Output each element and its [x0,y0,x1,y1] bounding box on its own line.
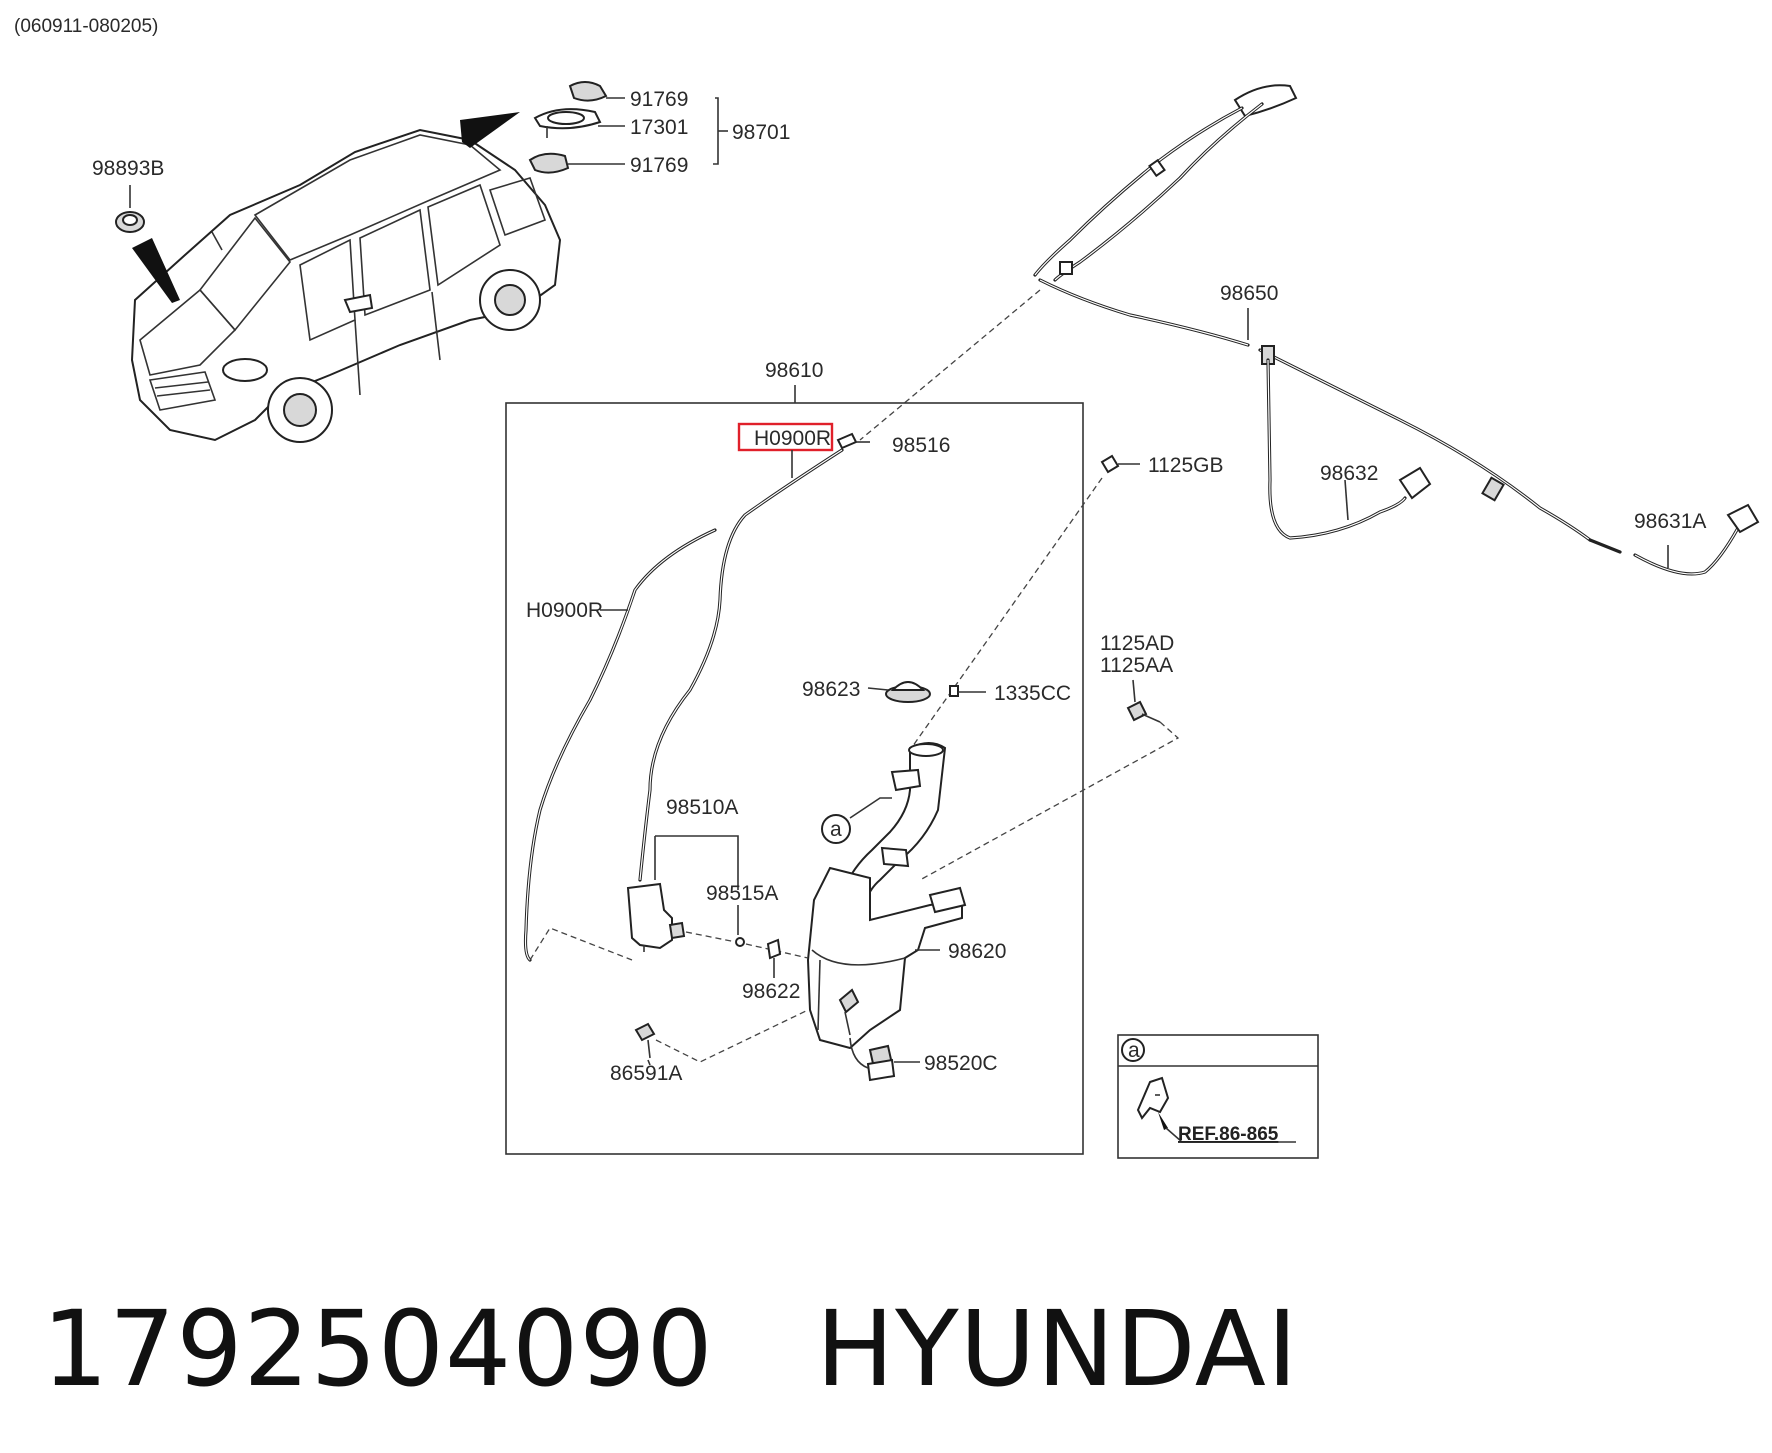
grommet-98893b [115,185,145,233]
cap-98623 [867,681,931,703]
label-98632: 98632 [1320,462,1378,485]
clip-1125gb [1100,454,1140,474]
inset-marker: a [1128,1039,1140,1062]
label-98650: 98650 [1220,282,1278,305]
label-98631a: 98631A [1634,510,1706,533]
washer-reservoir-98620 [806,742,967,1050]
label-98701: 98701 [732,121,790,144]
revision-code: (060911-080205) [14,16,158,37]
label-86591a: 86591A [610,1062,682,1085]
label-h0900r-left: H0900R [526,599,603,622]
footer-brand: HYUNDAI [815,1288,1299,1410]
footer-caption: 1792504090 HYUNDAI [42,1288,1299,1410]
nozzle-assembly-98701 [528,81,728,174]
label-91769-top: 91769 [630,88,688,111]
connector-86591a [655,1009,809,1063]
label-98515a: 98515A [706,882,778,905]
washer-reservoir-frame [505,402,1084,1155]
label-91769-bottom: 91769 [630,154,688,177]
label-98622: 98622 [742,980,800,1003]
bolt-1125ad [1126,679,1161,723]
label-17301: 17301 [630,116,688,139]
grommet-98622 [766,938,782,978]
label-1125gb: 1125GB [1148,454,1224,477]
label-98623: 98623 [802,678,860,701]
label-1125aa: 1125AA [1100,654,1173,677]
callout-a-label: a [830,818,842,841]
highlight-box-h0900r [737,422,834,452]
connector-1125gb [909,477,1103,751]
leader-86591a [647,1059,651,1066]
label-98516: 98516 [892,434,950,457]
washer-pump-98510a [626,882,686,952]
connector-left-hose [529,927,633,961]
vehicle-illustration [130,128,562,443]
inset-a: a REF.86-865 [1117,1034,1319,1159]
label-h0900r-top: H0900R [754,427,831,450]
label-1125ad: 1125AD [1100,632,1174,655]
fitting-98516 [836,432,870,450]
label-98893b: 98893B [92,157,164,180]
pointer-rear-nozzle [460,112,520,148]
leader-callout-a [849,797,892,819]
connector-rear-hose [859,289,1041,441]
footer-part-number: 1792504090 [42,1288,714,1410]
fastener-1335cc [949,685,986,697]
connector-1125ad [919,721,1180,881]
inset-reference: REF.86-865 [1178,1124,1279,1145]
seal-98515a [735,937,745,947]
label-98510a: 98510A [666,796,738,819]
label-98620: 98620 [948,940,1006,963]
level-sensor-98520c [849,1037,920,1082]
connector-pump [685,931,809,959]
hose-left [523,528,717,962]
callout-a-circle [821,814,851,844]
label-98520c: 98520C [924,1052,998,1075]
label-1335cc: 1335CC [994,682,1071,705]
bolt-86591a [634,1022,656,1059]
label-98610: 98610 [765,359,823,382]
pointer-front-nozzle [132,238,180,303]
rear-hose-assembly [1033,84,1760,576]
leader-98510a [654,835,739,890]
